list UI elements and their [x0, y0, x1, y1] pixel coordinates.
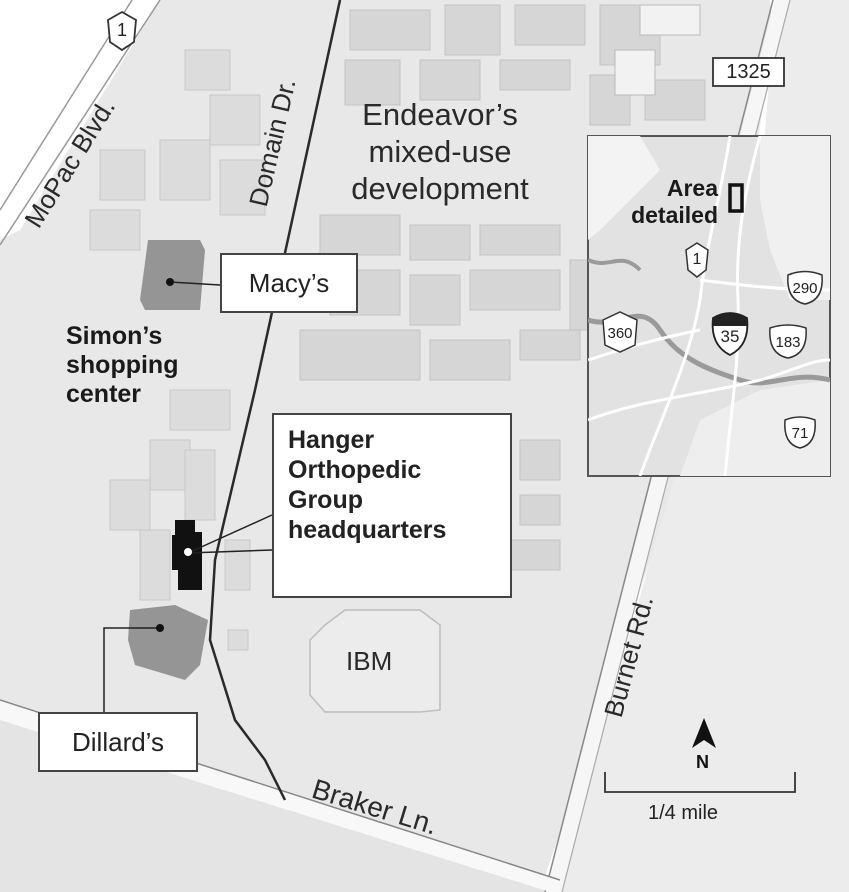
- area-detailed-label: Area detailed: [631, 175, 718, 228]
- inset-route-71-shield: 71: [791, 424, 809, 442]
- development-label: Endeavor’s mixed-use development: [351, 97, 529, 206]
- route-1-shield: 1: [116, 19, 127, 40]
- route-1-shield-shape: [107, 10, 137, 52]
- inset-route-183-shield: 183: [775, 333, 801, 351]
- mall-buildings: [89, 49, 266, 651]
- route-1325-shield-shape: [712, 57, 785, 87]
- route-1325-shield: 1325: [726, 60, 771, 83]
- north-arrow-shape: [692, 718, 716, 748]
- inset-interstate-35-shield: 35: [720, 327, 740, 346]
- simon-label: Simon’s shopping center: [66, 322, 179, 408]
- hanger-callout[interactable]: Hanger Orthopedic Group headquarters: [272, 413, 512, 598]
- inset-route-360-shield: 360: [607, 324, 633, 342]
- inset-route-290-shield: 290: [792, 279, 818, 297]
- scale-label: 1/4 mile: [648, 802, 719, 824]
- area-marker: [728, 183, 744, 213]
- dillards-building: [128, 605, 208, 680]
- inset-route-1-shield: 1: [692, 251, 702, 268]
- north-label: N: [696, 752, 709, 772]
- scale-bar-shape: [604, 772, 796, 793]
- development-buildings: [299, 4, 706, 571]
- macys-building: [140, 240, 205, 310]
- dillards-callout[interactable]: Dillard’s: [38, 712, 198, 772]
- macys-callout[interactable]: Macy’s: [220, 253, 358, 313]
- ibm-building: [309, 609, 441, 713]
- ibm-label: IBM: [346, 646, 393, 676]
